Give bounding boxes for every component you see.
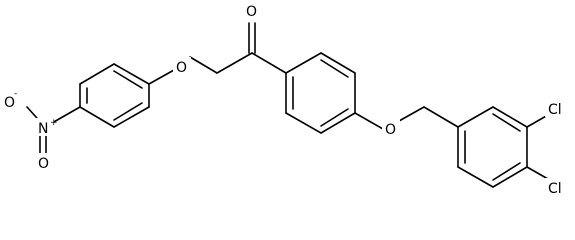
ch2-carbonyl-bond: [216, 52, 253, 74]
o-ch2-bond-right: [398, 106, 425, 122]
bond: [285, 52, 322, 74]
label-knockout: [173, 57, 191, 75]
carbonyl-oxygen-label: O: [246, 4, 257, 20]
carbonyl-aryl-bond: [251, 52, 287, 74]
bond: [79, 63, 115, 85]
bond: [320, 52, 356, 74]
c-cl-bond-bottom: [526, 166, 549, 180]
bond: [285, 112, 322, 134]
label-knockout: [545, 178, 571, 196]
label-knockout: [545, 99, 571, 117]
o-ch2-bond: [189, 56, 218, 74]
aryl-o-bond-right: [354, 112, 384, 130]
nitro-nitrogen-label: N: [38, 121, 48, 137]
nitrophenyl-ring: [79, 63, 150, 128]
middle-phenyl-ring: [285, 52, 356, 134]
ether-oxygen-left-label: O: [176, 60, 187, 76]
nitro-oxygen-top-charge: -: [14, 89, 17, 99]
label-knockout: [2, 92, 22, 110]
nitro-oxygen-top-label: O: [4, 95, 15, 111]
c-cl-bond-top: [526, 114, 549, 128]
aryl-o-bond: [148, 69, 175, 85]
bond: [320, 112, 356, 134]
aromatic-inner-bond: [113, 102, 143, 121]
label-knockout: [36, 118, 54, 136]
ch2-aryl-bond-right: [423, 106, 459, 128]
bond: [492, 166, 528, 188]
nitro-nitrogen-charge: +: [50, 118, 58, 128]
label-knockout: [244, 1, 260, 19]
bond: [113, 106, 150, 128]
aromatic-inner-bond: [320, 108, 349, 127]
bond: [457, 166, 494, 188]
dichlorophenyl-ring: [457, 106, 528, 188]
structure-svg: O O O N + O - O Cl Cl: [2, 1, 571, 196]
chlorine-bottom-label: Cl: [548, 181, 562, 196]
aromatic-inner-bond: [113, 70, 143, 89]
nitro-oxygen-bottom-label: O: [38, 156, 49, 172]
bond: [457, 106, 494, 128]
aromatic-inner-bond: [492, 113, 521, 132]
label-knockout: [35, 153, 53, 171]
chlorine-top-label: Cl: [548, 102, 562, 118]
label-knockout: [382, 119, 400, 137]
aromatic-inner-bond: [492, 162, 521, 181]
bond: [79, 106, 115, 128]
aromatic-inner-bond: [320, 59, 349, 78]
ether-oxygen-right-label: O: [385, 122, 396, 138]
bond: [492, 106, 528, 128]
bond: [113, 63, 150, 85]
molecule-diagram: O O O N + O - O Cl Cl: [2, 1, 571, 196]
